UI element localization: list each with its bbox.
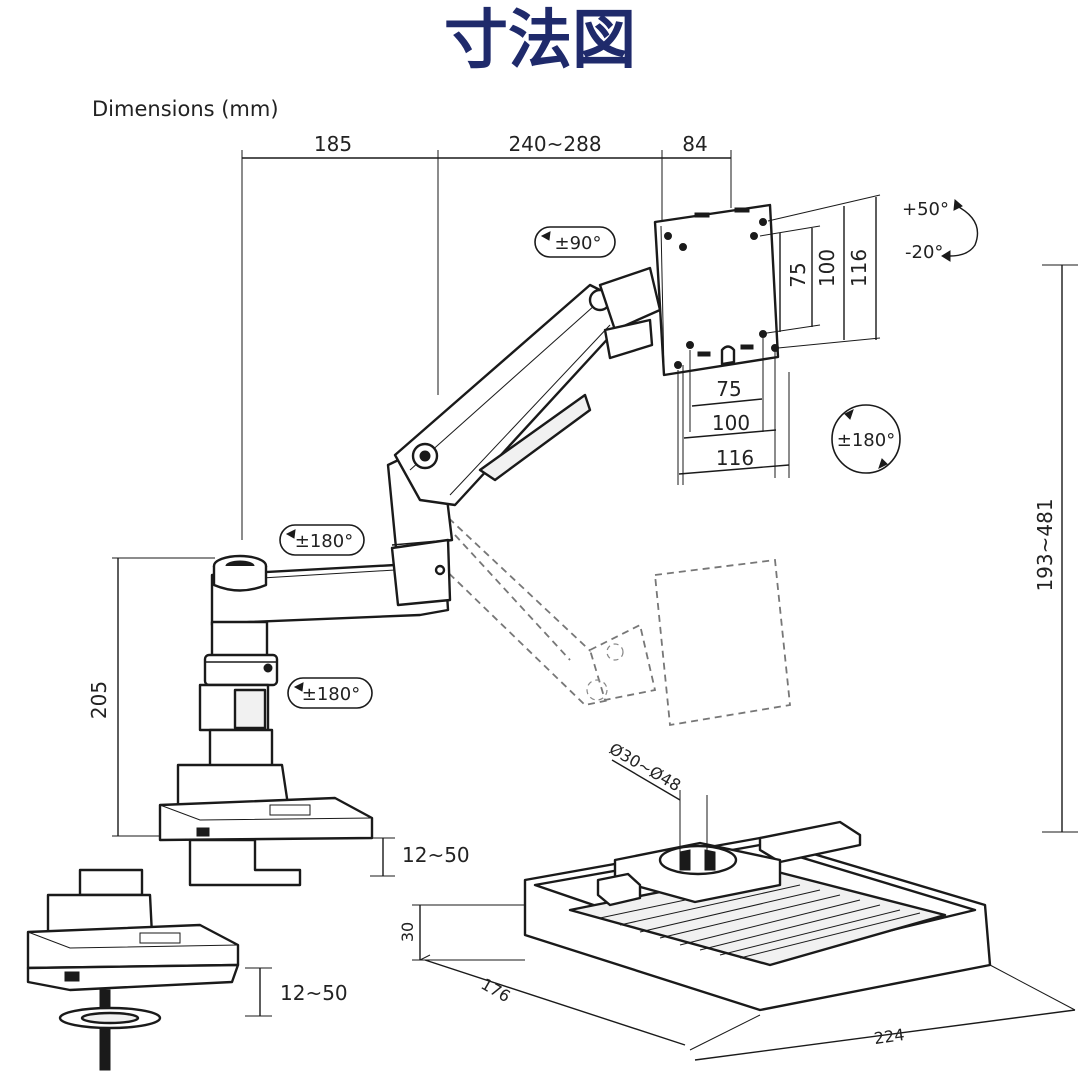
vesa-vertical-dims <box>759 194 881 349</box>
desk-tray <box>523 820 992 1012</box>
rot-monitor-rotate: ±90° <box>555 233 602 254</box>
tray-width-dim <box>694 964 1076 1061</box>
top-dimension-lines <box>241 150 732 540</box>
dim-tray-height: 30 <box>398 922 417 942</box>
dim-tray-width: 224 <box>873 1025 906 1048</box>
vesa-horizontal-dims <box>677 338 790 485</box>
dim-height-range: 193~481 <box>1033 498 1057 591</box>
page-title: 寸法図 <box>444 4 636 78</box>
rotation-monitor-90 <box>534 226 616 258</box>
dim-arm-reach-base: 185 <box>314 132 352 156</box>
rotation-base <box>287 677 373 709</box>
pole-and-clamp <box>158 620 374 887</box>
tray-depth-dim <box>419 954 761 1051</box>
grommet-diameter-dim <box>611 759 708 860</box>
rot-base-swivel: ±180° <box>302 684 360 705</box>
clamp-thickness-dim-1 <box>370 837 395 877</box>
rot-tilt-down: -20° <box>905 242 943 263</box>
monitor-arm <box>210 266 662 627</box>
dim-plate-height: 116 <box>847 249 871 287</box>
dim-clamp-thickness-2: 12~50 <box>280 981 348 1005</box>
tray-height-dim <box>412 904 525 961</box>
dim-vesa-h100: 100 <box>712 411 750 435</box>
dim-plate-width: 116 <box>716 446 754 470</box>
upper-arm <box>393 283 627 507</box>
ghost-arm-position <box>429 508 791 727</box>
pole-height-dim <box>112 557 215 837</box>
dim-vesa-v75: 75 <box>786 262 810 287</box>
dim-clamp-thickness-1: 12~50 <box>402 843 470 867</box>
dimensions-subtitle: Dimensions (mm) <box>92 97 279 121</box>
rotation-monitor-swivel <box>831 404 901 474</box>
dim-vesa-v100: 100 <box>815 249 839 287</box>
dim-plate-offset: 84 <box>682 132 707 156</box>
height-range-dim <box>1042 264 1078 833</box>
grommet-mount <box>26 868 240 1071</box>
vesa-plate <box>653 203 780 377</box>
clamp-thickness-dim-2 <box>245 967 272 1017</box>
dim-pole-height: 205 <box>87 681 111 719</box>
rotation-elbow <box>279 524 365 556</box>
rot-monitor-swivel: ±180° <box>837 430 895 451</box>
dim-arm-reach-extension: 240~288 <box>508 132 601 156</box>
rot-elbow-swivel: ±180° <box>295 531 353 552</box>
tilt-arrow <box>949 204 979 257</box>
rot-tilt-up: +50° <box>902 199 949 220</box>
dim-grommet-diameter: Ø30~Ø48 <box>606 739 684 795</box>
dim-vesa-h75: 75 <box>716 377 741 401</box>
